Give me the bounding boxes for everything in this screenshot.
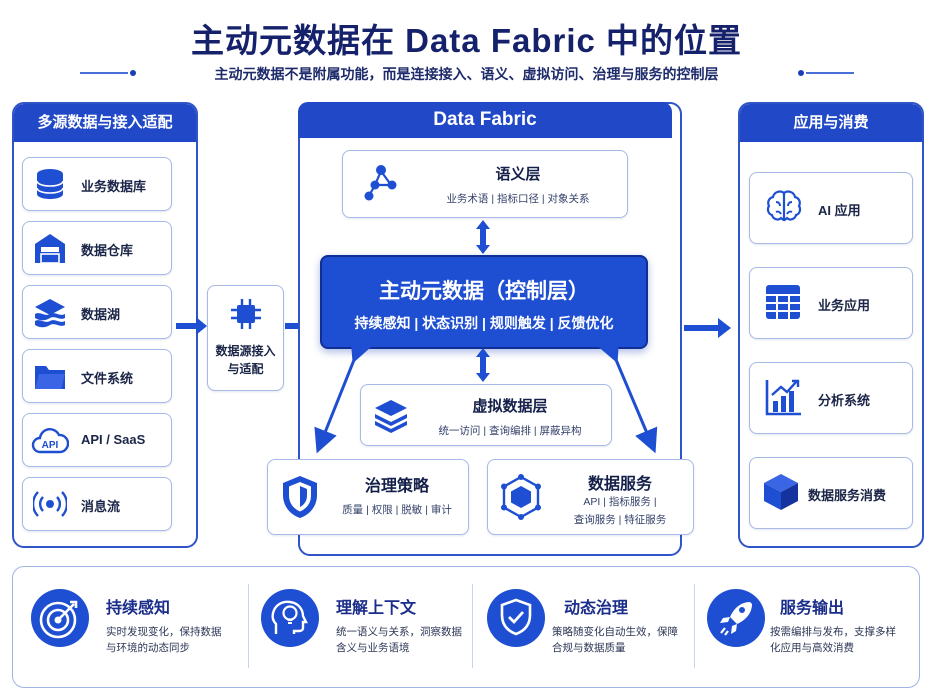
source-item-stream[interactable]: 消息流 bbox=[22, 477, 172, 531]
chip-icon bbox=[231, 299, 261, 329]
control-layer-sub: 持续感知 | 状态识别 | 规则触发 | 反馈优化 bbox=[354, 315, 614, 331]
arrow-control-services bbox=[597, 345, 658, 454]
consume-item-label: AI 应用 bbox=[818, 203, 861, 218]
feature-divider bbox=[694, 584, 695, 668]
consume-item-label: 分析系统 bbox=[818, 393, 871, 408]
feature-title: 服务输出 bbox=[780, 600, 845, 617]
data-services-card[interactable]: 数据服务 API | 指标服务 | 查询服务 | 特征服务 bbox=[487, 459, 694, 535]
feature-title: 理解上下文 bbox=[336, 600, 417, 617]
arrow-control-governance bbox=[314, 345, 373, 454]
network-icon bbox=[364, 165, 397, 201]
lake-icon bbox=[35, 299, 65, 328]
source-item-warehouse[interactable]: 数据仓库 bbox=[22, 221, 172, 275]
shield-icon bbox=[283, 476, 317, 518]
api-cloud-icon: API bbox=[31, 428, 69, 454]
feature-desc-line1: 按需编排与发布，支撑多样 bbox=[770, 626, 896, 638]
virtual-layer-sub: 统一访问 | 查询编排 | 屏蔽异构 bbox=[438, 425, 582, 437]
feature-desc-line1: 统一语义与关系，洞察数据 bbox=[336, 626, 462, 638]
feature-desc-line2: 含义与业务语境 bbox=[336, 642, 410, 654]
source-item-lake[interactable]: 数据湖 bbox=[22, 285, 172, 339]
stream-icon bbox=[33, 491, 67, 517]
page-title: 主动元数据在 Data Fabric 中的位置 bbox=[190, 22, 743, 59]
feature-desc-line1: 策略随变化自动生效，保障 bbox=[552, 626, 678, 638]
subtitle-left-line bbox=[80, 72, 128, 74]
active-metadata-control-layer[interactable]: 主动元数据（控制层） 持续感知 | 状态识别 | 规则触发 | 反馈优化 bbox=[320, 255, 648, 349]
folder-icon bbox=[35, 366, 65, 389]
rocket-icon bbox=[707, 589, 765, 647]
subtitle-left-dot bbox=[130, 70, 136, 76]
control-layer-title: 主动元数据（控制层） bbox=[379, 280, 589, 303]
consume-item-ai[interactable]: AI 应用 bbox=[749, 172, 913, 244]
consume-item-label: 数据服务消费 bbox=[808, 488, 887, 503]
semantic-layer-sub: 业务术语 | 指标口径 | 对象关系 bbox=[446, 193, 590, 205]
source-item-database[interactable]: 业务数据库 bbox=[22, 157, 172, 211]
service-hub-icon bbox=[501, 474, 541, 520]
subtitle-right-dot bbox=[798, 70, 804, 76]
target-icon bbox=[31, 589, 89, 647]
governance-sub: 质量 | 权限 | 脱敏 | 审计 bbox=[342, 504, 452, 516]
source-adapter-card[interactable]: 数据源接入 与适配 bbox=[207, 285, 284, 391]
consume-item-label: 业务应用 bbox=[818, 298, 871, 313]
feature-desc-line2: 合规与数据质量 bbox=[552, 642, 626, 654]
source-item-label: 数据仓库 bbox=[81, 243, 134, 258]
source-item-label: 文件系统 bbox=[81, 371, 134, 386]
feature-title: 动态治理 bbox=[564, 600, 629, 617]
feature-title: 持续感知 bbox=[106, 600, 171, 617]
source-item-label: API / SaaS bbox=[81, 432, 146, 447]
semantic-layer-title: 语义层 bbox=[495, 166, 541, 183]
adapter-label-line2: 与适配 bbox=[227, 362, 264, 376]
feature-divider bbox=[248, 584, 249, 668]
feature-desc-line1: 实时发现变化，保持数据 bbox=[106, 626, 222, 638]
adapter-label-line1: 数据源接入 bbox=[215, 344, 276, 358]
services-sub-line2: 查询服务 | 特征服务 bbox=[573, 514, 667, 526]
chart-icon bbox=[765, 379, 801, 416]
diagonal-arrows bbox=[314, 345, 658, 454]
services-title: 数据服务 bbox=[587, 476, 652, 493]
source-item-api[interactable]: API API / SaaS bbox=[22, 413, 172, 467]
brain-icon bbox=[766, 190, 802, 222]
arrow-right-icon bbox=[684, 318, 731, 338]
head-lightbulb-icon bbox=[261, 589, 319, 647]
double-arrow-vertical-icon bbox=[476, 220, 490, 254]
consume-item-business[interactable]: 业务应用 bbox=[749, 267, 913, 339]
svg-text:API: API bbox=[42, 440, 59, 451]
virtual-data-layer-card[interactable]: 虚拟数据层 统一访问 | 查询编排 | 屏蔽异构 bbox=[360, 384, 612, 446]
grid-app-icon bbox=[766, 285, 800, 319]
semantic-layer-card[interactable]: 语义层 业务术语 | 指标口径 | 对象关系 bbox=[342, 150, 628, 218]
virtual-layer-title: 虚拟数据层 bbox=[472, 398, 548, 415]
feature-desc-line2: 与环境的动态同步 bbox=[106, 642, 190, 654]
features-panel bbox=[12, 566, 920, 688]
layers-icon bbox=[375, 400, 407, 433]
source-item-label: 消息流 bbox=[81, 499, 121, 514]
governance-policy-card[interactable]: 治理策略 质量 | 权限 | 脱敏 | 审计 bbox=[267, 459, 469, 535]
feature-divider bbox=[472, 584, 473, 668]
source-item-label: 业务数据库 bbox=[81, 179, 147, 194]
sources-panel-title: 多源数据与接入适配 bbox=[14, 104, 196, 142]
consume-item-analytics[interactable]: 分析系统 bbox=[749, 362, 913, 434]
arrow-right-icon bbox=[176, 317, 207, 335]
feature-desc-line2: 化应用与高效消费 bbox=[770, 642, 854, 654]
consume-item-data-service[interactable]: 数据服务消费 bbox=[749, 457, 913, 529]
database-icon bbox=[36, 169, 64, 199]
cube-icon bbox=[764, 474, 798, 510]
shield-check-icon bbox=[487, 589, 545, 647]
source-item-filesystem[interactable]: 文件系统 bbox=[22, 349, 172, 403]
services-sub-line1: API | 指标服务 | bbox=[583, 496, 657, 508]
data-fabric-title: Data Fabric bbox=[298, 102, 672, 138]
consume-panel-title: 应用与消费 bbox=[740, 104, 922, 142]
source-item-label: 数据湖 bbox=[81, 307, 121, 322]
page-subtitle: 主动元数据不是附属功能，而是连接接入、语义、虚拟访问、治理与服务的控制层 bbox=[214, 66, 719, 82]
warehouse-icon bbox=[35, 234, 65, 264]
double-arrow-vertical-icon bbox=[476, 348, 490, 382]
subtitle-right-line bbox=[806, 72, 854, 74]
governance-title: 治理策略 bbox=[364, 478, 429, 495]
